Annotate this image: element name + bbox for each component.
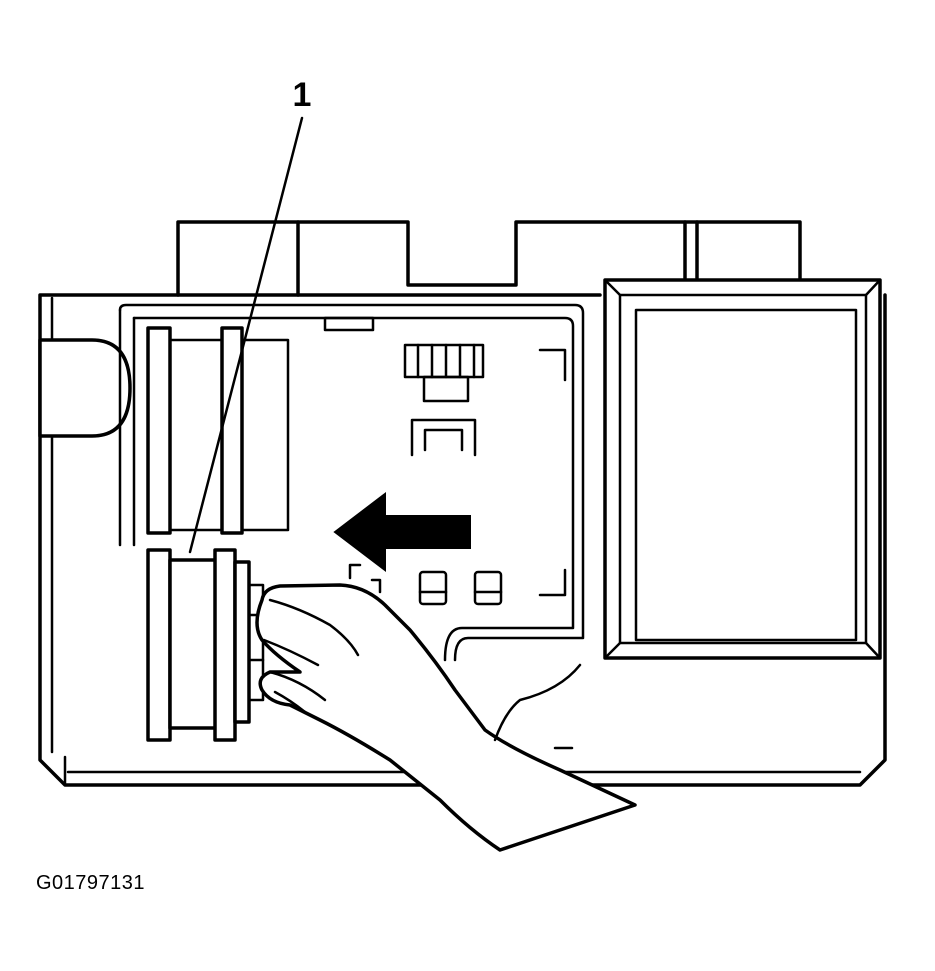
hand-illustration <box>255 583 637 852</box>
top-connector-tabs <box>176 220 802 297</box>
lower-relay <box>146 548 265 742</box>
center-terminal <box>403 343 485 457</box>
display-window <box>603 278 882 660</box>
removal-direction-arrow-icon <box>333 491 471 573</box>
upper-relay <box>146 326 290 535</box>
small-fuses <box>418 570 503 606</box>
module-housing <box>38 293 887 787</box>
figure-id-label: G01797131 <box>36 872 146 894</box>
callout-label: 1 <box>293 76 312 114</box>
callout-1: 1 <box>188 76 312 554</box>
